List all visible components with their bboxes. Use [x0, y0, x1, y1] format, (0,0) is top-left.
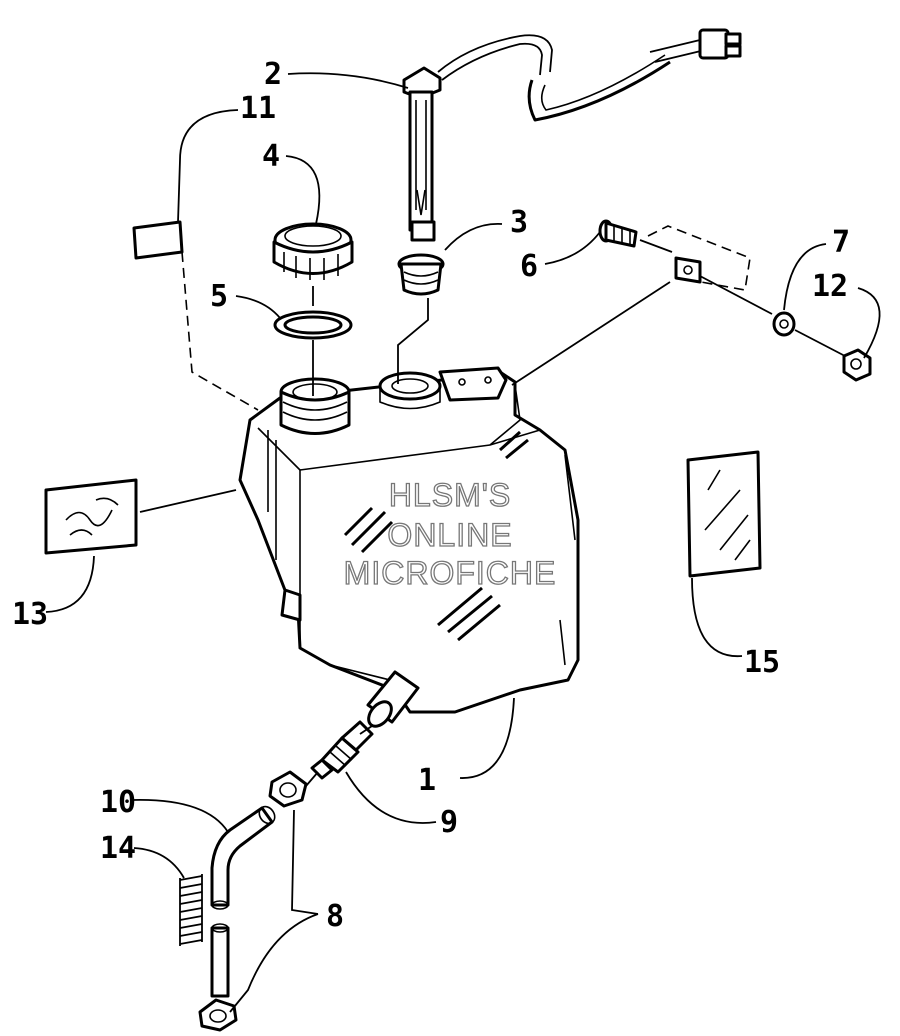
callout-1: 1 [418, 763, 436, 798]
gauge-grommet [397, 253, 445, 384]
callout-8: 8 [326, 899, 344, 934]
hose-clamp [198, 770, 319, 1032]
cap-gasket [273, 310, 353, 396]
hose-spring [179, 874, 203, 946]
callout-2: 2 [264, 57, 282, 92]
callout-9: 9 [440, 805, 458, 840]
callout-labels: 1 2 3 4 5 6 7 8 9 10 11 12 13 14 15 [12, 57, 850, 934]
callout-4: 4 [262, 139, 280, 174]
leader-lines [45, 72, 881, 1013]
callout-14: 14 [100, 831, 136, 866]
right-decal [686, 450, 762, 578]
callout-6: 6 [520, 249, 538, 284]
callout-11: 11 [240, 91, 276, 126]
oil-tank [238, 366, 580, 728]
callout-15: 15 [744, 645, 780, 680]
level-gauge-sensor [402, 28, 742, 242]
callout-10: 10 [100, 785, 136, 820]
outlet-fitting [310, 720, 374, 780]
watermark: HLSM'S ONLINE MICROFICHE [343, 476, 557, 591]
left-decal [44, 478, 237, 555]
small-decal [132, 220, 259, 411]
oil-hose [210, 805, 276, 998]
watermark-line-2: ONLINE [387, 517, 512, 553]
callout-7: 7 [832, 225, 850, 260]
callout-5: 5 [210, 279, 228, 314]
filler-cap [272, 222, 354, 306]
callout-12: 12 [812, 269, 848, 304]
watermark-line-1: HLSM'S [389, 477, 511, 513]
callout-3: 3 [510, 205, 528, 240]
watermark-line-3: MICROFICHE [344, 555, 557, 591]
callout-13: 13 [12, 597, 48, 632]
